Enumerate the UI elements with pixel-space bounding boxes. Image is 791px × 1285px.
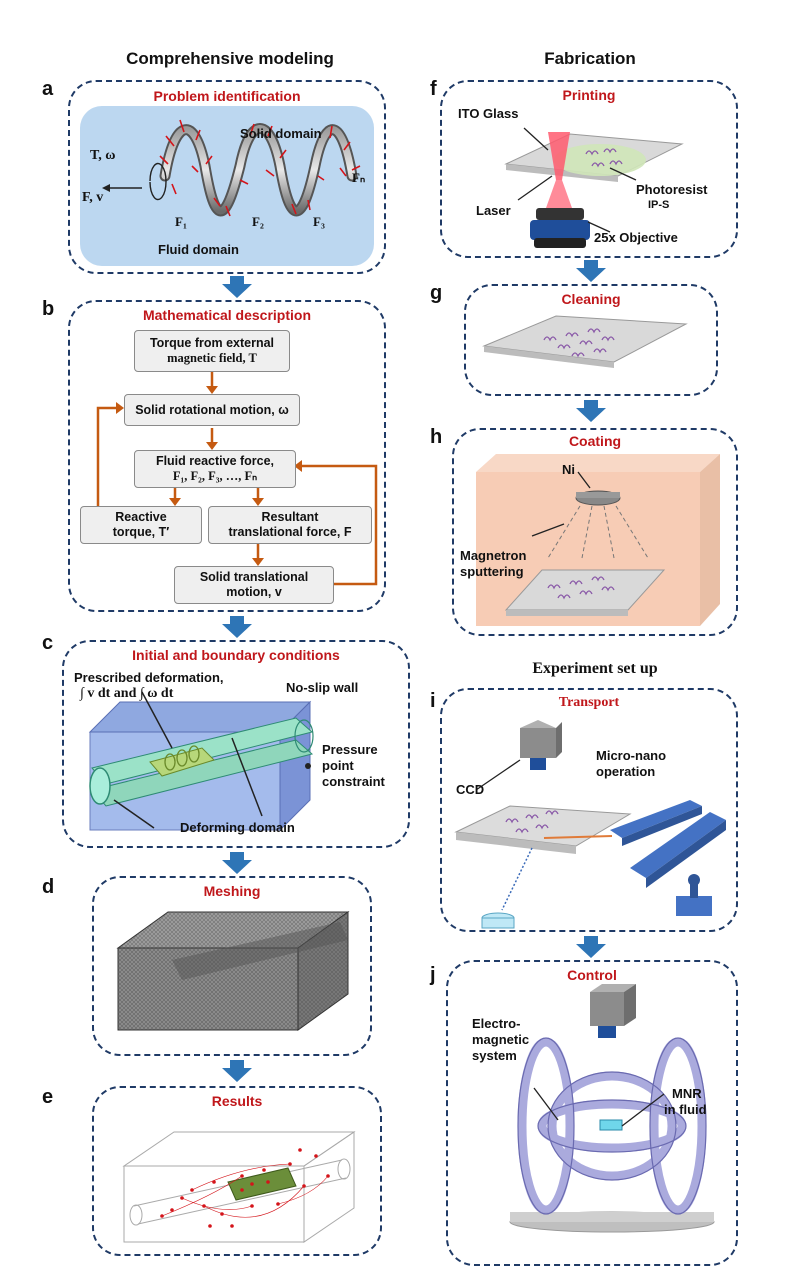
arrow-c-to-d xyxy=(222,852,252,874)
micro-nano-label-2: operation xyxy=(596,764,656,779)
box-rotational-motion-text: Solid rotational motion, ω xyxy=(135,402,289,417)
box-resultant-force-line1: Resultant xyxy=(261,510,319,524)
panel-d-title: Meshing xyxy=(203,883,261,899)
panel-e: Results xyxy=(92,1086,382,1256)
arrow-a-to-b xyxy=(222,276,252,298)
panel-h-title: Coating xyxy=(568,433,622,449)
box-translational-motion: Solid translational motion, v xyxy=(174,566,334,604)
boundary-domain-illustration xyxy=(88,691,314,832)
panel-j-letter: j xyxy=(430,964,436,986)
panel-f-title: Printing xyxy=(562,87,616,103)
mnr-label-2: in fluid xyxy=(664,1102,707,1117)
arrow-i-to-j xyxy=(576,936,606,958)
panel-i-letter: i xyxy=(430,690,436,712)
panel-c: Initial and boundary conditions xyxy=(62,640,410,848)
pressure-label-3: constraint xyxy=(322,774,385,789)
panel-c-title: Initial and boundary conditions xyxy=(132,647,340,663)
panel-g-title: Cleaning xyxy=(561,291,621,307)
box-resultant-force-line2: translational force, F xyxy=(228,525,352,539)
cleaning-illustration xyxy=(482,315,688,368)
pressure-label-2: point xyxy=(322,758,354,773)
experiment-title: Experiment set up xyxy=(532,660,658,677)
f3-label: F₃ xyxy=(313,214,325,229)
mnr-label-1: MNR xyxy=(672,1086,702,1101)
panel-e-letter: e xyxy=(42,1086,54,1108)
box-translational-motion-line1: Solid translational xyxy=(199,570,309,584)
panel-g: Cleaning xyxy=(464,284,718,396)
integral-label: ∫ v dt and ∫ ω dt xyxy=(80,686,174,701)
solid-domain-label: Solid domain xyxy=(240,126,322,141)
laser-label: Laser xyxy=(476,203,511,218)
box-reactive-torque: Reactive torque, T′ xyxy=(80,506,202,544)
box-translational-motion-line2: motion, v xyxy=(226,585,282,599)
panel-a: Problem identification xyxy=(68,80,386,274)
fluid-domain-label: Fluid domain xyxy=(158,242,239,257)
prescribed-deformation-label: Prescribed deformation, xyxy=(74,670,224,685)
box-external-torque: Torque from external magnetic field, T xyxy=(134,330,290,372)
electromagnetic-label-3: system xyxy=(472,1048,517,1063)
arrow-b-to-c xyxy=(222,616,252,638)
magnetron-label-1: Magnetron xyxy=(460,548,527,563)
f1-label: F₁ xyxy=(175,214,187,229)
electromagnetic-label-2: magnetic xyxy=(472,1032,530,1047)
panel-b: Mathematical description xyxy=(68,300,386,612)
box-external-torque-line1: Torque from external xyxy=(149,336,275,350)
deforming-domain-label: Deforming domain xyxy=(180,820,295,835)
arrow-f-to-g xyxy=(576,260,606,282)
box-fluid-reactive-force: Fluid reactive force, F₁, F₂, F₃, …, Fₙ xyxy=(134,450,296,488)
panel-h: Coating xyxy=(452,428,738,636)
pressure-label-1: Pressure xyxy=(322,742,378,757)
panel-b-title: Mathematical description xyxy=(142,307,312,323)
magnetron-label-2: sputtering xyxy=(460,564,524,579)
coating-illustration xyxy=(476,454,720,626)
micro-nano-label-1: Micro-nano xyxy=(596,748,667,763)
torque-label: T, ω xyxy=(90,148,116,163)
panel-f: Printing xyxy=(440,80,738,258)
fn-label: Fₙ xyxy=(352,170,366,185)
helix-illustration xyxy=(102,119,361,217)
panel-a-letter: a xyxy=(42,78,54,100)
force-label: F, v xyxy=(82,190,104,205)
right-column-title: Fabrication xyxy=(544,49,636,68)
panel-e-title: Results xyxy=(211,1093,263,1109)
control-illustration xyxy=(509,984,715,1233)
panel-i: Transport xyxy=(440,688,738,932)
box-fluid-reactive-line2: F₁, F₂, F₃, …, Fₙ xyxy=(172,469,258,483)
transport-illustration xyxy=(454,720,726,929)
panel-i-title: Transport xyxy=(558,695,620,710)
box-external-torque-line2: magnetic field, T xyxy=(167,351,257,365)
arrow-g-to-h xyxy=(576,400,606,422)
results-illustration xyxy=(122,1131,356,1243)
ccd-label: CCD xyxy=(456,782,485,797)
panel-a-title: Problem identification xyxy=(153,88,301,104)
printing-illustration xyxy=(504,127,684,248)
objective-label: 25x Objective xyxy=(594,230,678,245)
panel-h-letter: h xyxy=(430,426,443,448)
no-slip-wall-label: No-slip wall xyxy=(286,680,359,695)
photoresist-label: Photoresist xyxy=(636,182,708,197)
mesh-illustration xyxy=(116,911,350,1031)
f2-label: F₂ xyxy=(252,214,264,229)
box-resultant-force: Resultant translational force, F xyxy=(208,506,372,544)
panel-j-title: Control xyxy=(567,967,617,983)
panel-j: Control xyxy=(446,960,738,1266)
box-reactive-torque-line2: torque, T′ xyxy=(112,525,170,539)
panel-b-letter: b xyxy=(42,298,55,320)
box-fluid-reactive-line1: Fluid reactive force, xyxy=(155,454,275,468)
panel-d-letter: d xyxy=(42,876,55,898)
box-reactive-torque-line1: Reactive xyxy=(115,510,167,524)
electromagnetic-label-1: Electro- xyxy=(472,1016,521,1031)
panel-g-letter: g xyxy=(430,282,443,304)
panel-c-letter: c xyxy=(42,632,54,654)
left-column-title: Comprehensive modeling xyxy=(126,49,334,68)
ips-label: IP-S xyxy=(648,199,670,211)
panel-f-letter: f xyxy=(430,78,437,100)
ito-glass-label: ITO Glass xyxy=(458,106,519,121)
panel-d: Meshing xyxy=(92,876,372,1056)
box-rotational-motion: Solid rotational motion, ω xyxy=(124,394,300,426)
arrow-d-to-e xyxy=(222,1060,252,1082)
ni-label: Ni xyxy=(562,462,575,477)
